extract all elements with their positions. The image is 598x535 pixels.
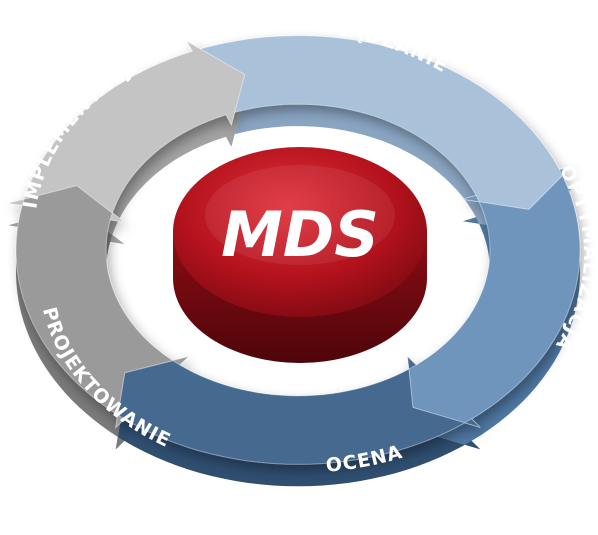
center-disc: MDS bbox=[173, 147, 427, 363]
segment-optymalizacja bbox=[406, 165, 581, 428]
center-label: MDS bbox=[221, 198, 379, 271]
segment-implementacja bbox=[8, 40, 246, 223]
